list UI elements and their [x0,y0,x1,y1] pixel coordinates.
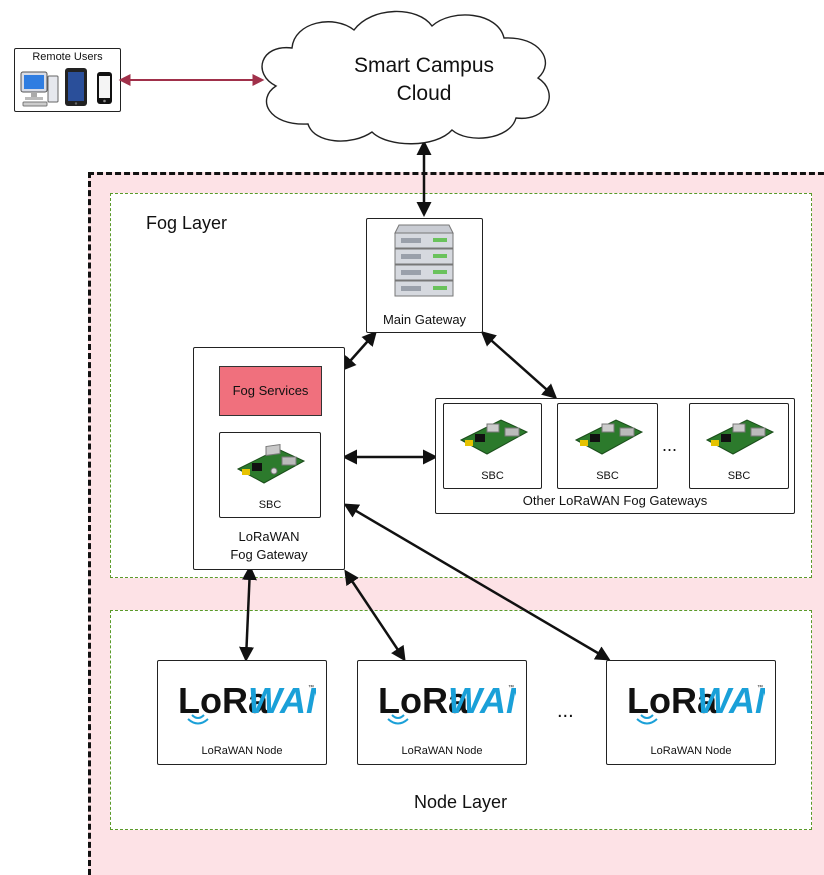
main-gateway-box: Main Gateway [366,218,483,333]
cloud-label: Smart Campus Cloud [300,52,548,108]
other-gateways-box: SBC SBC ... SBC Other LoRaWAN Fog Gatewa… [435,398,795,514]
logo-tm: ™ [308,684,314,691]
fog-node1-link [239,565,257,662]
logo-text-a: LoRa [627,680,718,721]
main-fog-link [341,330,377,372]
fog-node2-link [344,569,406,662]
lorawan-node-1-label: LoRaWAN Node [201,745,283,757]
fog-services-label: Fog Services [232,383,309,398]
other-sbc-3-label: SBC [727,470,751,482]
logo-text-a: LoRa [178,680,269,721]
lorawan-logo-icon: LoRa WAN ™ [178,680,316,725]
nodes-ellipsis: ... [557,700,574,722]
logo-text-b: WAN [697,680,765,721]
lorawan-fog-gateway-line1: LoRaWAN [238,529,300,544]
logo-tm: ™ [757,684,763,691]
raspberry-pi-icon [459,419,529,455]
fog-node3-link [343,503,611,661]
node-layer-label: Node Layer [414,792,508,812]
cloud-label-line1: Smart Campus [353,54,495,77]
cloud-label-line2: Cloud [396,82,452,105]
lorawan-fog-gateway-line2: Fog Gateway [230,547,308,562]
fog-layer-label: Fog Layer [146,213,228,233]
other-sbc-2: SBC [557,403,658,489]
logo-text-b: WAN [248,680,316,721]
fog-services-box: Fog Services [219,366,322,416]
devices-icon [20,68,112,107]
other-gateways-label: Other LoRaWAN Fog Gateways [522,493,708,508]
main-gateway-label: Main Gateway [382,312,467,327]
raspberry-pi-icon [705,419,775,455]
raspberry-pi-icon [574,419,644,455]
lorawan-node-3-label: LoRaWAN Node [650,745,732,757]
lorawan-node-3: LoRa WAN ™ LoRaWAN Node [606,660,776,765]
lorawan-node-2: LoRa WAN ™ LoRaWAN Node [357,660,527,765]
logo-tm: ™ [508,684,514,691]
main-other-link [480,331,558,399]
other-sbc-2-label: SBC [596,470,619,482]
lorawan-fog-gateway-box: Fog Services SBC LoRaWAN Fog Gateway [193,347,345,570]
lorawan-logo-icon: LoRa WAN ™ [378,680,516,725]
phone-icon [97,72,112,104]
lorawan-logo-icon: LoRa WAN ™ [627,680,765,725]
desktop-icon [20,71,59,107]
tablet-icon [65,68,87,106]
lorawan-node-2-label: LoRaWAN Node [401,745,483,757]
other-sbc-1-label: SBC [481,470,504,482]
raspberry-pi-icon [236,443,306,484]
sbc-box: SBC [219,432,321,518]
remote-users-title: Remote Users [32,51,103,63]
remote-users-box: Remote Users [14,48,121,112]
other-sbc-3: SBC [689,403,789,489]
cloud-shape [261,10,550,145]
other-sbc-1: SBC [443,403,542,489]
server-icon [394,224,454,297]
logo-text-b: WAN [448,680,516,721]
other-gateways-ellipsis: ... [662,435,678,455]
lorawan-node-1: LoRa WAN ™ LoRaWAN Node [157,660,327,765]
sbc-label: SBC [258,499,282,511]
lorawan-fog-gateway-label: LoRaWAN Fog Gateway [194,528,344,564]
logo-text-a: LoRa [378,680,469,721]
